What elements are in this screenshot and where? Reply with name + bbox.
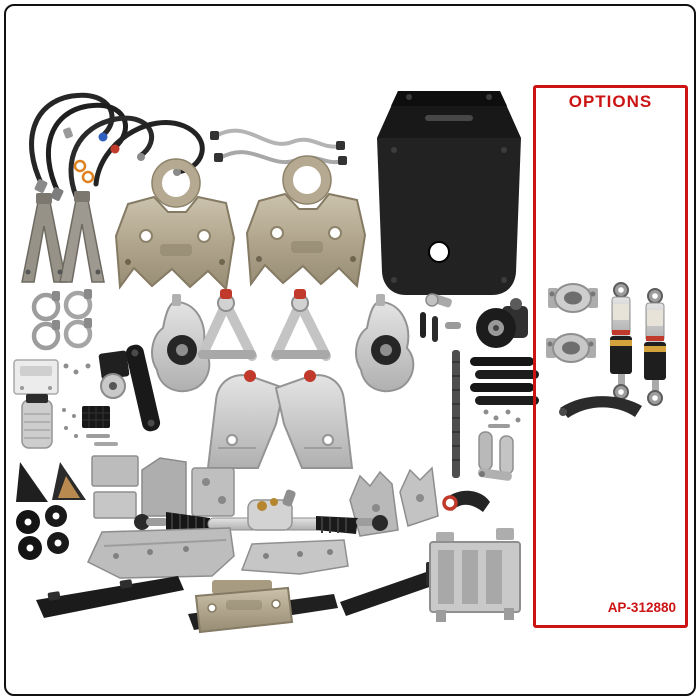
spindle-right-part bbox=[355, 294, 415, 393]
fluid-canister-part bbox=[21, 394, 53, 449]
small-hardware-kit-group bbox=[62, 406, 118, 446]
mounting-bracket-box-part bbox=[13, 359, 91, 395]
hose-clamps-group bbox=[31, 289, 93, 351]
rubber-brake-hoses-group bbox=[29, 92, 205, 201]
threaded-rod-part bbox=[452, 350, 460, 478]
rubber-bushings-group bbox=[16, 505, 69, 560]
battery-tray-part bbox=[429, 528, 521, 622]
upper-control-arms-group bbox=[197, 289, 331, 361]
frame-support-bars-group bbox=[470, 357, 539, 405]
idler-pulley-bracket-part bbox=[98, 350, 130, 399]
aluminum-plates-group bbox=[87, 527, 349, 579]
sheetmetal-brackets-group bbox=[91, 455, 235, 519]
skid-plate-part bbox=[377, 91, 521, 295]
transmission-crossmember-part bbox=[194, 580, 294, 634]
spanner-wrench-part bbox=[559, 396, 642, 418]
spacer-sleeves-group bbox=[478, 431, 514, 475]
coilover-shocks-group bbox=[610, 282, 666, 406]
small-bracket-arm-part bbox=[477, 468, 512, 481]
options-label: OPTIONS bbox=[568, 92, 653, 111]
wedge-shims-group bbox=[16, 462, 86, 502]
options-part-number: AP-312880 bbox=[607, 600, 676, 615]
lower-control-arms-group bbox=[206, 370, 354, 469]
power-steering-pump-part bbox=[476, 298, 528, 348]
options-box bbox=[533, 85, 688, 628]
braided-stainless-lines-group bbox=[210, 128, 347, 165]
steering-shaft-ujoint-group bbox=[420, 293, 461, 342]
front-crossmember-left-part bbox=[114, 158, 236, 292]
steering-rack-part bbox=[134, 489, 388, 534]
steering-arm-part bbox=[442, 490, 490, 512]
hardware-fasteners-group bbox=[483, 409, 521, 428]
front-crossmember-right-part bbox=[245, 155, 367, 289]
motor-mount-towers-group bbox=[21, 191, 105, 283]
limit-strap-part bbox=[125, 344, 161, 432]
axle-clamps-group bbox=[546, 283, 598, 363]
spindle-left-part bbox=[151, 294, 211, 393]
